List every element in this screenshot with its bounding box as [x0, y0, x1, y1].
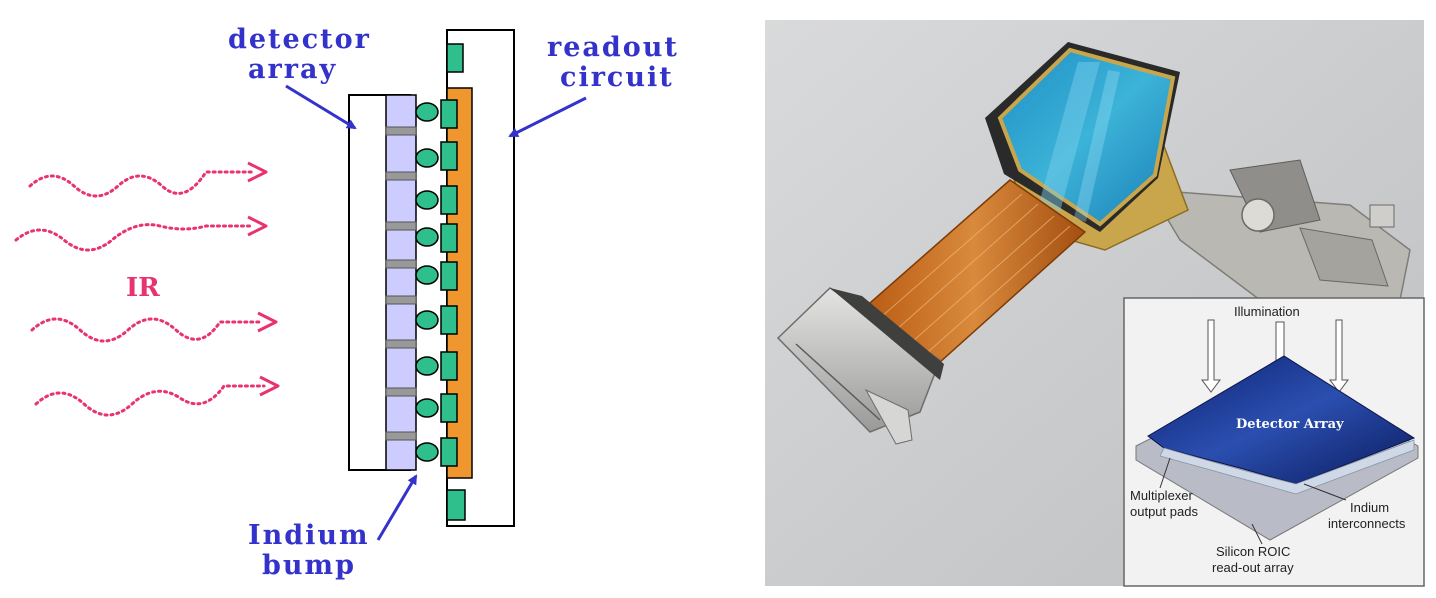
multiplexer-label-line2: output pads: [1130, 504, 1198, 519]
knurled-screw: [1242, 199, 1274, 231]
inset-detector-array-label: Detector Array: [1236, 417, 1344, 432]
ir-wave-1: [30, 172, 252, 196]
detector-array-arrow: [286, 86, 355, 128]
indium-bump-label-line2: bump: [262, 550, 356, 581]
detector-pixel-column: [386, 95, 416, 470]
roic-label-line2: read-out array: [1212, 560, 1294, 575]
indium-bumps: [416, 103, 438, 461]
ir-wave-2: [16, 225, 252, 250]
indium-interconnects-label-line1: Indium: [1350, 500, 1389, 515]
ir-arrowhead-3: [258, 313, 276, 331]
ir-wave-4: [36, 386, 264, 415]
indium-bump-label-line1: Indium: [248, 520, 370, 551]
inset-illustration: Illumination Detector Array Multiplexer …: [1124, 298, 1424, 586]
detector-module-photo: Illumination Detector Array Multiplexer …: [765, 20, 1424, 586]
detector-array-label-line1: detector: [228, 24, 371, 55]
ir-label: IR: [126, 273, 160, 303]
multiplexer-label-line1: Multiplexer: [1130, 488, 1194, 503]
ir-wave-3: [32, 319, 262, 341]
detector-array-label-line2: array: [248, 54, 337, 85]
ir-arrowheads: [248, 163, 278, 395]
hybrid-cross-section-diagram: IR: [16, 24, 679, 581]
indium-interconnects-label-line2: interconnects: [1328, 516, 1406, 531]
roic-label-line1: Silicon ROIC: [1216, 544, 1290, 559]
readout-circuit-label-line2: circuit: [560, 62, 674, 93]
illumination-label: Illumination: [1234, 304, 1300, 319]
indium-bump-arrow: [378, 476, 416, 540]
readout-circuit-label-line1: readout: [547, 32, 679, 63]
readout-circuit-arrow: [510, 98, 586, 136]
